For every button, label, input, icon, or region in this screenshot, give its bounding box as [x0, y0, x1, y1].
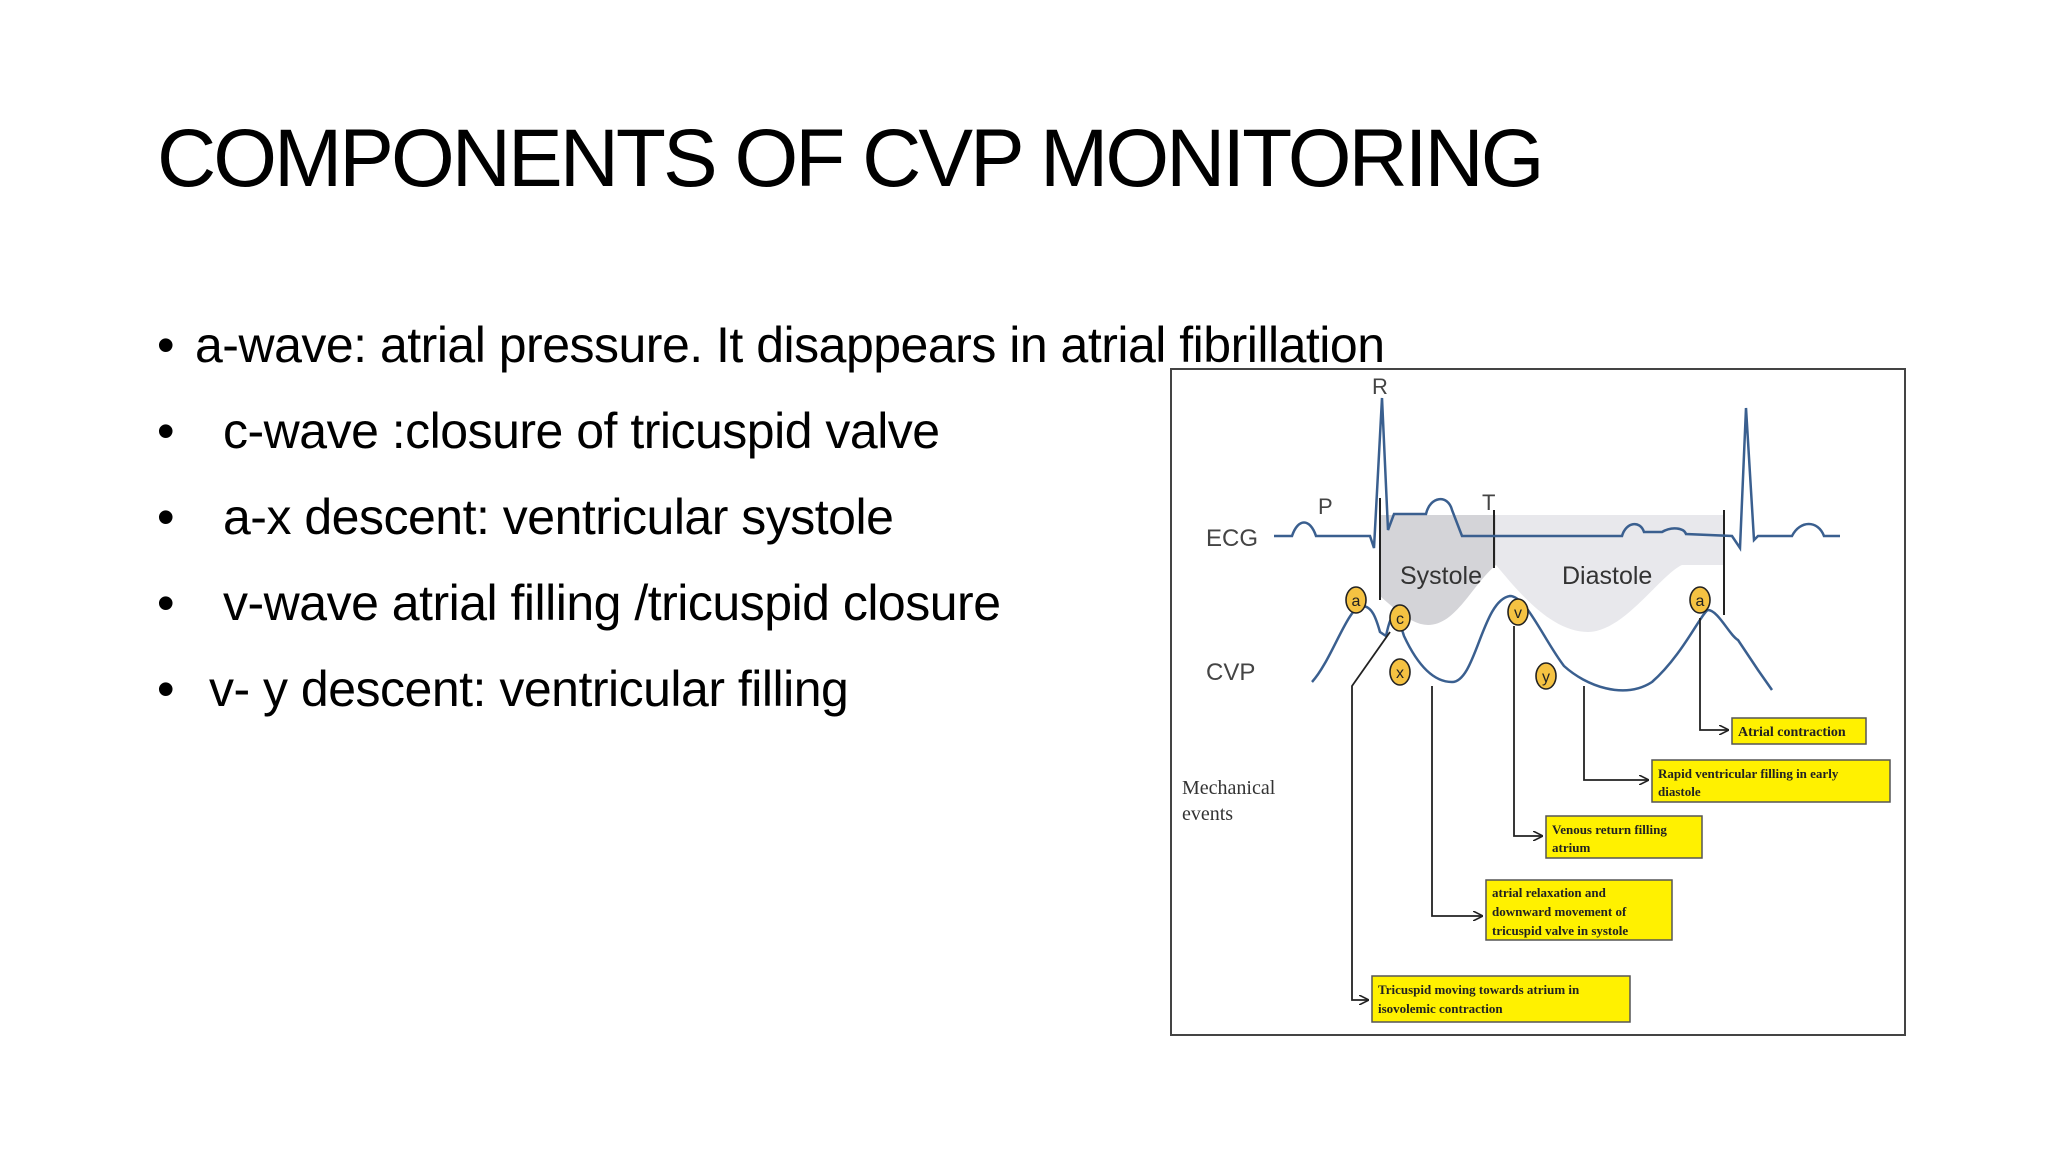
- bullet-text: v- y descent: ventricular filling: [209, 661, 849, 717]
- label-box-tricuspid-moving: Tricuspid moving towards atrium in isovo…: [1371, 975, 1631, 1023]
- svg-text:v: v: [1514, 605, 1522, 622]
- bullet-text: a-wave: atrial pressure. It disappears i…: [195, 317, 1385, 373]
- svg-text:y: y: [1542, 669, 1550, 686]
- svg-text:Tricuspid moving towards atriu: Tricuspid moving towards atrium in isovo…: [1378, 982, 1583, 1016]
- marker-a-second: a: [1689, 586, 1711, 614]
- bullet-dot: •: [157, 661, 175, 717]
- svg-text:x: x: [1396, 665, 1404, 682]
- marker-a-first: a: [1345, 586, 1367, 614]
- cvp-trace: [1311, 594, 1774, 692]
- connector-venous-return: [1513, 626, 1542, 836]
- peak-t-label: T: [1482, 490, 1495, 515]
- svg-text:a: a: [1352, 593, 1361, 610]
- peak-r-label: R: [1372, 374, 1388, 399]
- marker-y: y: [1535, 662, 1557, 690]
- connector-tricuspid-moving: [1351, 631, 1391, 1000]
- phase-systole-label: Systole: [1400, 562, 1482, 590]
- bullet-dot: •: [157, 489, 175, 545]
- svg-text:atrial relaxation and: atrial relaxation and downward movement …: [1492, 885, 1630, 938]
- connector-atrial-contraction: [1699, 618, 1728, 730]
- label-box-atrial-contraction: Atrial contraction: [1731, 717, 1867, 745]
- phase-diastole-label: Diastole: [1562, 562, 1652, 590]
- bullet-text: v-wave atrial filling /tricuspid closure: [223, 575, 1001, 631]
- mechanical-events-label: Mechanical events: [1182, 777, 1280, 825]
- connector-atrial-relaxation: [1431, 686, 1482, 916]
- svg-text:Atrial contraction: Atrial contraction: [1738, 725, 1846, 740]
- svg-text:Rapid ventricular filling in e: Rapid ventricular filling in early diast…: [1658, 766, 1842, 799]
- bullet-dot: •: [157, 403, 175, 459]
- marker-x: x: [1389, 658, 1411, 686]
- ecg-trace: [1274, 397, 1840, 552]
- svg-text:Venous return filling: Venous return filling atrium: [1552, 822, 1670, 855]
- systole-region: [1380, 515, 1496, 625]
- svg-text:a: a: [1696, 593, 1705, 610]
- svg-text:c: c: [1396, 611, 1404, 628]
- cvp-diagram: ECG CVP P R T Systole Diastole Mechanica…: [1182, 374, 1891, 1023]
- mechanical-label-line2: events: [1182, 803, 1233, 825]
- marker-c: c: [1389, 604, 1411, 632]
- marker-v: v: [1507, 598, 1529, 626]
- ecg-label: ECG: [1206, 525, 1258, 552]
- cvp-waveform-figure: ECG CVP P R T Systole Diastole Mechanica…: [1170, 368, 1906, 1036]
- label-box-rapid-filling: Rapid ventricular filling in early diast…: [1651, 759, 1891, 803]
- bullet-dot: •: [157, 575, 175, 631]
- diastole-region: [1496, 515, 1724, 632]
- cvp-label: CVP: [1206, 659, 1255, 686]
- peak-p-label: P: [1318, 494, 1333, 519]
- connector-rapid-filling: [1583, 686, 1648, 780]
- slide-title: COMPONENTS OF CVP MONITORING: [157, 113, 1545, 204]
- bullet-dot: •: [157, 317, 175, 373]
- mechanical-label-line1: Mechanical: [1182, 777, 1276, 799]
- label-box-atrial-relaxation: atrial relaxation and downward movement …: [1485, 879, 1673, 941]
- bullet-text: a-x descent: ventricular systole: [223, 489, 894, 545]
- label-box-venous-return: Venous return filling atrium: [1545, 815, 1703, 859]
- bullet-text: c-wave :closure of tricuspid valve: [223, 403, 940, 459]
